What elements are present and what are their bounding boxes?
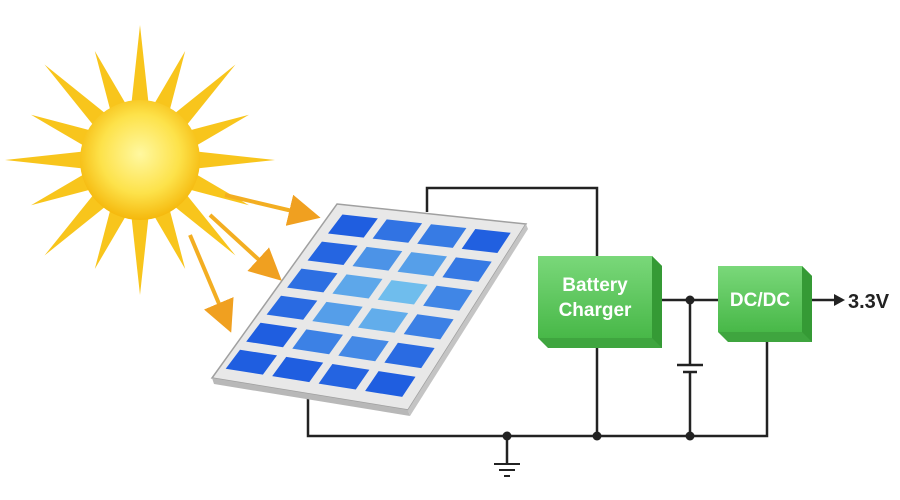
solar-panel-icon [210, 203, 528, 416]
solar-cell [352, 246, 403, 271]
dcdc-label: DC/DC [730, 290, 790, 311]
light-arrows [188, 193, 321, 333]
solar-cell [272, 356, 324, 383]
sun-ray [152, 51, 186, 114]
solar-cell [332, 274, 383, 299]
sun-ray [131, 25, 149, 106]
sun-ray [5, 151, 86, 169]
charger-label-line2: Charger [559, 300, 632, 321]
sun-ray [31, 114, 94, 148]
sun-ray [94, 51, 128, 114]
solar-cell [372, 219, 423, 243]
solar-cell [318, 364, 370, 390]
sun-ray [94, 206, 128, 269]
solar-cell [397, 252, 447, 277]
light-arrow-icon [224, 193, 321, 226]
solar-cell [287, 268, 338, 293]
solar-cell [423, 285, 473, 311]
sun-ray [44, 192, 108, 256]
solar-cell [377, 280, 428, 305]
solar-cell [442, 257, 492, 282]
sun-icon [80, 100, 200, 220]
solar-cell [403, 314, 454, 340]
solar-cell [358, 308, 409, 333]
sun-ray [194, 151, 275, 169]
solar-cell [384, 342, 435, 369]
battery-charger-block: Battery Charger [538, 256, 662, 348]
circuit-wires [306, 186, 769, 464]
solar-cell [461, 229, 511, 253]
sun-ray [186, 114, 249, 148]
sun-ray [131, 214, 149, 295]
sun-ray [172, 64, 236, 128]
charger-label-line1: Battery [562, 275, 628, 296]
solar-cell [246, 322, 298, 348]
sun-ray [44, 64, 108, 128]
solar-cell [338, 336, 389, 362]
output-arrow-icon [812, 294, 845, 306]
sun-ray [31, 172, 94, 206]
ground-icon [494, 463, 520, 477]
solar-cell [417, 224, 467, 248]
solar-cell [307, 241, 358, 265]
solar-cell [328, 214, 378, 238]
solar-cell [225, 349, 277, 375]
sun-rays [5, 25, 275, 295]
junction-nodes [502, 295, 695, 441]
light-arrow-icon [188, 234, 234, 333]
solar-cell [365, 371, 416, 397]
solar-cell [312, 301, 363, 327]
solar-cell [266, 295, 318, 320]
light-arrow-icon [208, 213, 282, 281]
sun-ray [152, 206, 186, 269]
capacitor-icon [677, 363, 703, 374]
sun-ray [172, 192, 236, 256]
output-voltage-label: 3.3V [848, 291, 890, 313]
dcdc-converter-block: DC/DC [718, 266, 812, 342]
solar-cell [292, 329, 343, 355]
